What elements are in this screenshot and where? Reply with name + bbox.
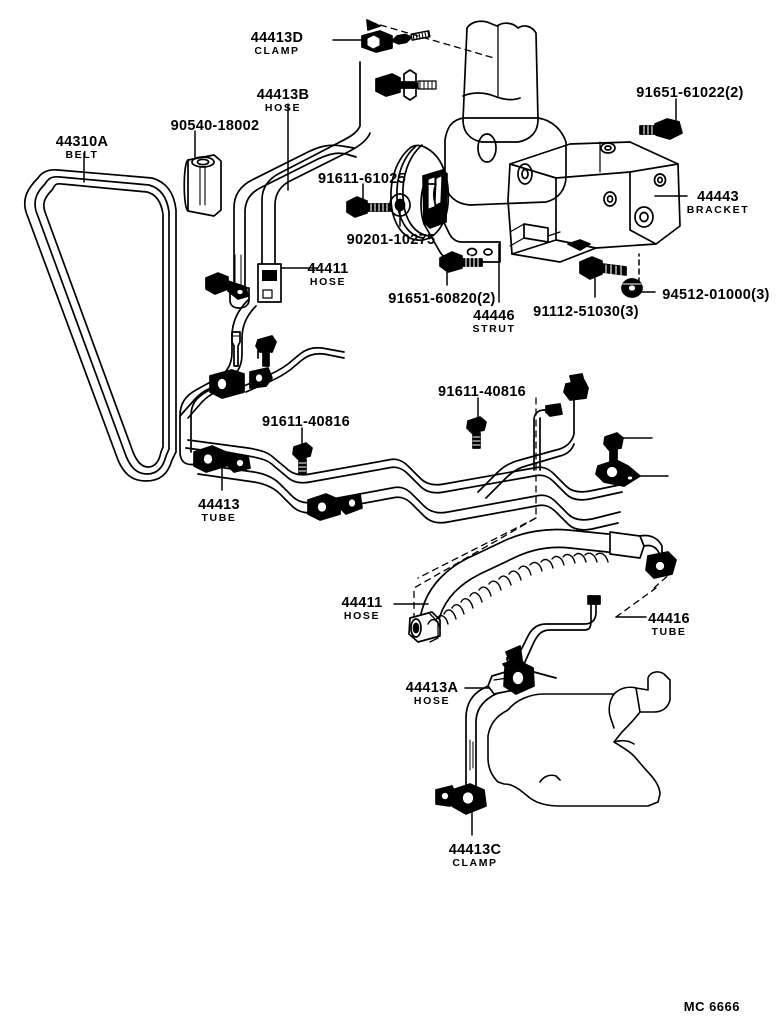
callout-part-number: 91611-40816 [438,384,526,400]
ferrule-44411-upper [257,263,282,303]
callout-91611-61025: 91611-61025 [318,172,406,187]
tip-44413b [229,254,250,309]
part-44443-bracket [507,141,681,263]
reservoir [462,20,539,143]
callout-part-name: TUBE [201,511,237,524]
clamp-loose-right [595,432,669,487]
callout-part-number: 44413 [198,497,240,513]
bolt-91611-61025 [346,196,391,218]
callout-part-name: HOSE [264,101,302,114]
pulley-groove [422,169,448,229]
callout-91611-40816: 91611-40816 [262,415,350,430]
tube-top-ferrule-right [563,373,589,401]
part-44413-tube [179,299,625,531]
leader-lines [83,39,688,836]
callout-part-number: 91651-61022(2) [636,85,744,101]
callout-part-number: 44443 [697,189,739,205]
callout-90201-10275: 90201-10275 [347,233,436,248]
callout-part-number: 91651-60820(2) [388,291,496,307]
tube-riser-right [477,391,575,499]
callout-part-name: HOSE [413,694,451,707]
locator-dashed-44416 [615,571,673,618]
callout-part-name: STRUT [472,322,516,335]
washer-94512-01000 [621,278,643,298]
part-44411-hose-lower [408,528,677,643]
callout-91651-60820-2: 91651-60820(2) [388,292,495,307]
callout-part-number: 91611-61025 [318,171,406,187]
callout-part-number: 44416 [648,611,690,627]
pump-pulley [390,144,450,241]
stud-left-mid [231,331,241,367]
callout-part-name: HOSE [343,609,381,622]
hose-44411-upper [261,61,371,267]
bolt-91611-40816-right [466,416,487,449]
tube-mid-ferrule-right [545,403,563,417]
clamp-left-mid [205,272,249,300]
tube-fittings-upper [209,367,273,399]
figure-code: MC 6666 [683,999,740,1014]
callout-part-number: 91611-40816 [262,414,350,430]
callout-part-number: 44446 [473,308,515,324]
clamp-44413-a [193,445,251,473]
callout-part-name: BELT [65,148,99,161]
callout-part-number: 90540-18002 [170,118,260,134]
bolt-91611-40816-left [292,442,313,475]
part-90540-18002 [183,154,222,217]
callout-part-name: CLAMP [254,44,300,57]
washer-90201-10275 [389,193,411,217]
callout-91651-61022-2: 91651-61022(2) [636,86,743,101]
callout-90540-18002: 90540-18002 [171,119,260,134]
locator-dashed-44411 [413,397,537,625]
callout-part-name: CLAMP [452,856,498,869]
clamp-44413-b [307,493,363,521]
bolt-91651-60820 [439,251,483,273]
callout-part-name: TUBE [651,625,687,638]
part-44446-strut [420,183,501,263]
callout-part-number: 91112-51030(3) [533,304,639,320]
callout-part-name: BRACKET [686,203,750,216]
callout-94512-01000-3: 94512-01000(3) [662,288,769,303]
callout-part-number: 44413C [448,842,502,858]
callout-part-number: 94512-01000(3) [662,287,770,303]
belt-44310a [23,168,177,482]
callout-part-number: 44413B [256,87,310,103]
bolt-91651-61022 [639,118,683,140]
callout-part-number: 44310A [55,134,109,150]
pump-inlet-fitting [375,69,437,101]
callout-part-number: 44411 [307,261,349,277]
part-44413d-clamp [361,28,431,53]
callout-91112-51030-3: 91112-51030(3) [533,305,639,320]
part-44413a-hose [435,653,557,815]
callout-part-number: 44413A [405,680,459,696]
pump-body [444,117,567,206]
callout-part-name: HOSE [309,275,347,288]
callout-part-number: 90201-10275 [346,232,436,248]
clamp-small-mid [255,335,277,367]
phantom-housing-outline [487,671,671,807]
callout-part-number: 44413D [250,30,304,46]
bolt-91112-51030 [579,256,627,280]
callout-91611-40816: 91611-40816 [438,385,526,400]
callout-part-number: 44411 [341,595,383,611]
